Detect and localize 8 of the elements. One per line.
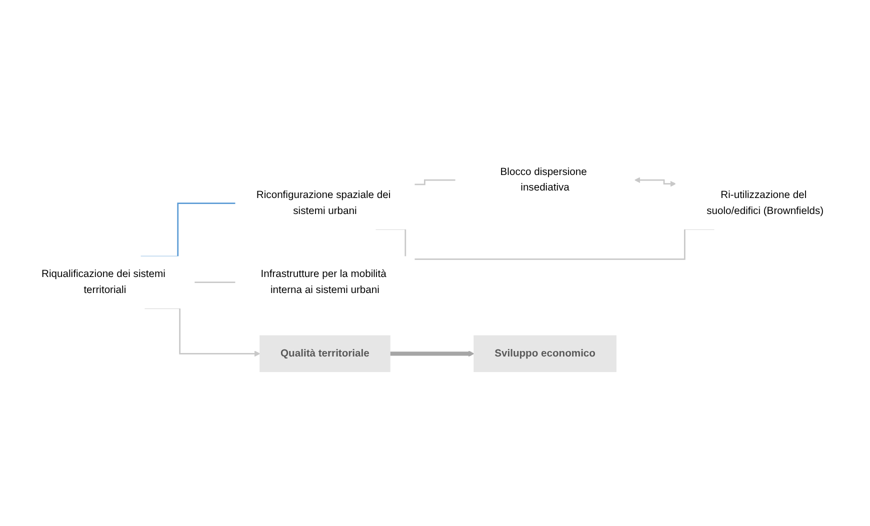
node-box: Qualità territoriale: [260, 335, 390, 372]
connector: [414, 179, 456, 186]
arrow: [390, 350, 474, 357]
node-text: Infrastrutture per la mobilità interna ai sistemi urbani: [260, 268, 386, 296]
connector: [194, 282, 236, 284]
node-box: Sviluppo economico: [474, 335, 616, 372]
arrow: [634, 177, 676, 187]
node-text: Blocco dispersione insediativa: [500, 166, 587, 194]
